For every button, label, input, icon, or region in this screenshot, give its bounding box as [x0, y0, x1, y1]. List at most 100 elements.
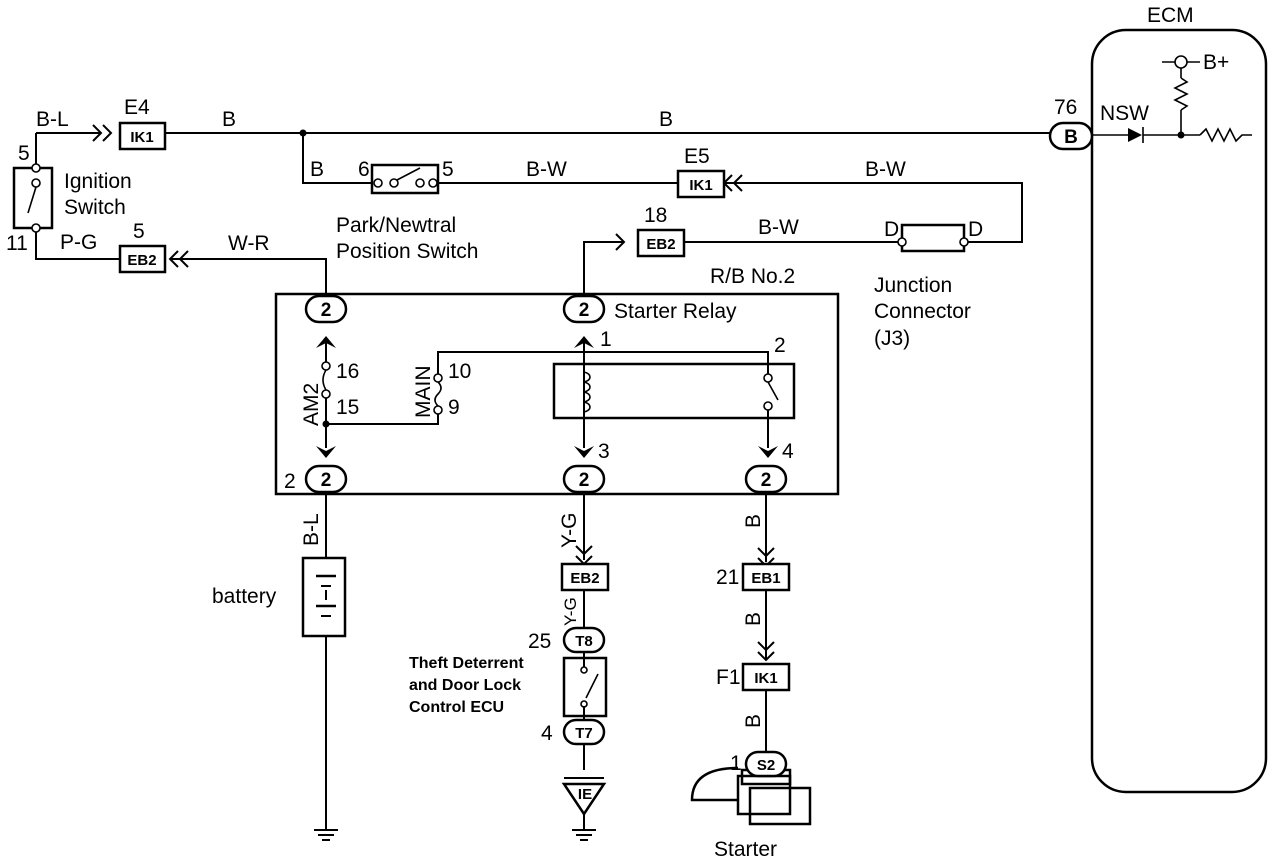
park-neutral-switch — [370, 163, 440, 195]
ecm-nsw-label: NSW — [1100, 102, 1149, 125]
connector-e4-label: IK1 — [130, 129, 153, 146]
wire-label-yg-1: Y-G — [558, 513, 581, 548]
starter-label: Starter — [714, 838, 777, 861]
junction-name-2: Connector — [874, 300, 971, 323]
park-switch-pin-left: 6 — [358, 158, 370, 181]
relay-block-bottom-conn-relay-label: 2 — [579, 470, 590, 491]
junction-pin-right: D — [968, 218, 983, 241]
battery-circuit — [301, 492, 347, 841]
theft-ecu-name-3: Control ECU — [409, 699, 504, 716]
terminal-arrow-icon — [758, 446, 778, 458]
connector-f1-pin: F1 — [716, 666, 741, 689]
connector-eb2-mid — [636, 228, 686, 258]
wire-b-main — [36, 124, 1050, 184]
connector-s2-label: S2 — [757, 757, 775, 774]
relay-pin-1: 1 — [600, 328, 612, 351]
connector-eb1-label: EB1 — [751, 570, 780, 587]
relay-housing — [552, 362, 796, 420]
ground-icon — [572, 829, 596, 841]
relay-coil-icon — [583, 371, 591, 413]
connector-s2-pin: 1 — [730, 752, 742, 775]
junction-pin-left: D — [884, 218, 899, 241]
ecm-box — [1090, 28, 1268, 794]
relay-pin-3: 3 — [598, 440, 610, 463]
connector-eb2-low-label: EB2 — [570, 570, 599, 587]
diode-icon — [1128, 128, 1142, 142]
connector-e5 — [676, 169, 726, 199]
connector-f1-label: IK1 — [754, 670, 777, 687]
wire-label-b-starter-2: B — [742, 612, 765, 626]
fuse-main-pin-top: 10 — [448, 360, 471, 383]
connector-e4 — [118, 121, 167, 151]
battery-icon — [301, 556, 347, 638]
terminal-arrow-icon — [574, 446, 594, 458]
junction-name-3: (J3) — [874, 327, 910, 350]
ecu-ground-symbol — [561, 782, 607, 817]
relay-block-top-conn-relay — [562, 294, 606, 324]
ignition-switch-name-2: Switch — [64, 196, 126, 219]
wire-label-bw-park: B-W — [526, 158, 567, 181]
wire-label-b-e4: B — [222, 108, 236, 131]
junction-connector-j3 — [897, 223, 969, 253]
park-switch-name-1: Park/Newtral — [336, 214, 456, 237]
fuse-main-pin-bottom: 9 — [448, 396, 460, 419]
relay-block-top-conn-am2-label: 2 — [321, 300, 332, 321]
wire-b-w-park — [438, 174, 1023, 243]
theft-ecu-circuit — [561, 492, 608, 841]
terminal-arrow-icon — [316, 446, 336, 458]
connector-t8 — [562, 626, 606, 654]
starter-relay — [552, 336, 796, 458]
fuse-am2 — [316, 336, 336, 458]
connector-s2 — [744, 750, 788, 778]
park-switch-name-2: Position Switch — [336, 240, 478, 263]
connector-eb1-pin: 21 — [716, 566, 739, 589]
ecm-pin-number: 76 — [1054, 96, 1077, 119]
wire-label-pg: P-G — [60, 231, 97, 254]
connector-t7-pin: 4 — [541, 722, 553, 745]
battery-label: battery — [212, 585, 277, 608]
ecm-title: ECM — [1147, 4, 1194, 27]
ignition-switch-pin-bottom: 11 — [6, 232, 28, 255]
fuse-main-label: MAIN — [412, 366, 435, 419]
ignition-switch-name-1: Ignition — [64, 170, 132, 193]
relay-block-bottom-conn-am2-label: 2 — [321, 470, 332, 491]
fuse-am2-label: AM2 — [300, 383, 323, 426]
relay-block-top-conn-am2 — [304, 294, 348, 324]
ecm-b-plus-supply: B+ — [1162, 51, 1229, 135]
connector-e5-label: IK1 — [689, 177, 712, 194]
connector-f1 — [741, 662, 791, 692]
starter-circuit — [690, 492, 812, 826]
ecm-unit: ECM B+ NSW — [1090, 4, 1268, 794]
ecm-connector-label: B — [1064, 127, 1078, 148]
relay-block-top-conn-relay-label: 2 — [579, 300, 590, 321]
resistor-icon — [1199, 127, 1252, 143]
connector-eb2-top-label: EB2 — [127, 252, 156, 269]
wire-label-bw-e5: B-W — [865, 158, 906, 181]
connector-e5-id: E5 — [684, 145, 710, 168]
connector-eb2-low — [560, 562, 610, 592]
relay-block — [274, 292, 840, 496]
ecu-ground-label: IE — [578, 786, 592, 803]
ecm-nsw-input: NSW — [1092, 102, 1252, 143]
relay-pin-4: 4 — [782, 440, 794, 463]
wire-label-b-main: B — [659, 108, 673, 131]
wire-label-bw-eb2: B-W — [758, 216, 799, 239]
connector-t7 — [562, 718, 606, 746]
wire-label-b-starter-3: B — [742, 714, 765, 728]
connector-eb2-top — [118, 244, 167, 274]
connector-e4-id: E4 — [124, 96, 150, 119]
connector-eb2-top-pin: 5 — [133, 220, 145, 243]
connector-t7-label: T7 — [575, 725, 593, 742]
ground-icon — [314, 829, 338, 841]
ecm-supply-label: B+ — [1203, 51, 1229, 74]
wire-label-bl-battery: B-L — [300, 513, 323, 546]
connector-eb1 — [741, 562, 791, 592]
connector-t8-pin: 25 — [528, 630, 551, 653]
starter-motor-icon — [690, 766, 739, 802]
wire-w-r — [168, 250, 327, 296]
park-switch-pin-right: 5 — [442, 158, 454, 181]
wire-label-wr: W-R — [228, 232, 270, 255]
relay-block-name: R/B No.2 — [710, 265, 795, 288]
wire-label-b-starter-1: B — [742, 514, 765, 528]
